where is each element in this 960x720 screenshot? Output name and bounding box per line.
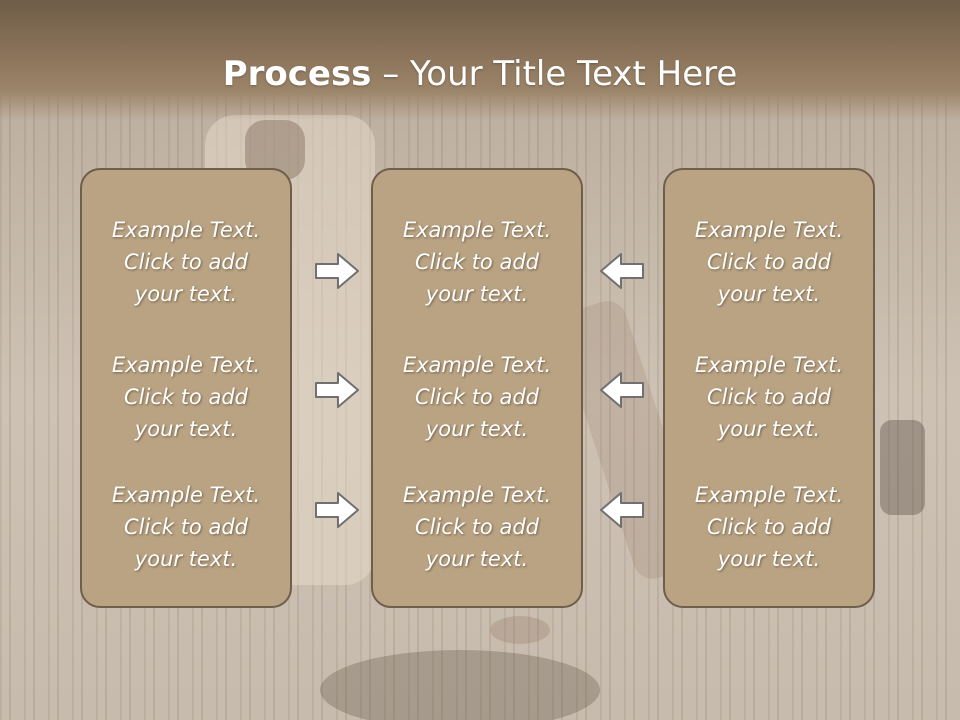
text-line: Click to add: [414, 515, 539, 539]
text-block[interactable]: Example Text. Click to add your text.: [82, 349, 290, 445]
text-line: Click to add: [706, 515, 831, 539]
left-arrow-icon[interactable]: [599, 491, 645, 529]
text-line: your text.: [717, 417, 821, 441]
text-line: Example Text.: [111, 218, 261, 242]
text-line: your text.: [717, 282, 821, 306]
text-line: your text.: [425, 282, 529, 306]
text-line: your text.: [134, 547, 238, 571]
text-line: Example Text.: [694, 218, 844, 242]
text-block[interactable]: Example Text. Click to add your text.: [665, 479, 873, 575]
title-bold: Process: [222, 54, 372, 94]
text-block[interactable]: Example Text. Click to add your text.: [82, 214, 290, 310]
right-arrow-icon[interactable]: [314, 371, 360, 409]
slide-title[interactable]: Process – Your Title Text Here: [0, 52, 960, 96]
text-line: Example Text.: [694, 353, 844, 377]
text-line: Click to add: [414, 250, 539, 274]
title-bar: [0, 0, 960, 120]
text-line: Click to add: [123, 385, 248, 409]
text-block[interactable]: Example Text. Click to add your text.: [665, 349, 873, 445]
left-arrow-icon[interactable]: [599, 252, 645, 290]
text-line: Example Text.: [402, 483, 552, 507]
process-box-left[interactable]: Example Text. Click to add your text. Ex…: [80, 168, 292, 608]
right-arrow-icon[interactable]: [314, 491, 360, 529]
text-line: Click to add: [123, 250, 248, 274]
text-line: Example Text.: [111, 483, 261, 507]
text-line: Example Text.: [111, 353, 261, 377]
text-line: your text.: [425, 417, 529, 441]
title-rest: – Your Title Text Here: [371, 54, 738, 94]
text-line: Click to add: [414, 385, 539, 409]
left-arrow-icon[interactable]: [599, 371, 645, 409]
text-line: your text.: [717, 547, 821, 571]
text-block[interactable]: Example Text. Click to add your text.: [373, 349, 581, 445]
text-line: Example Text.: [694, 483, 844, 507]
text-block[interactable]: Example Text. Click to add your text.: [665, 214, 873, 310]
text-line: your text.: [134, 417, 238, 441]
text-block[interactable]: Example Text. Click to add your text.: [373, 214, 581, 310]
text-line: your text.: [134, 282, 238, 306]
right-arrow-icon[interactable]: [314, 252, 360, 290]
text-line: Click to add: [706, 385, 831, 409]
text-line: your text.: [425, 547, 529, 571]
text-line: Click to add: [706, 250, 831, 274]
process-box-middle[interactable]: Example Text. Click to add your text. Ex…: [371, 168, 583, 608]
text-line: Example Text.: [402, 353, 552, 377]
text-block[interactable]: Example Text. Click to add your text.: [373, 479, 581, 575]
text-line: Example Text.: [402, 218, 552, 242]
text-line: Click to add: [123, 515, 248, 539]
process-box-right[interactable]: Example Text. Click to add your text. Ex…: [663, 168, 875, 608]
text-block[interactable]: Example Text. Click to add your text.: [82, 479, 290, 575]
